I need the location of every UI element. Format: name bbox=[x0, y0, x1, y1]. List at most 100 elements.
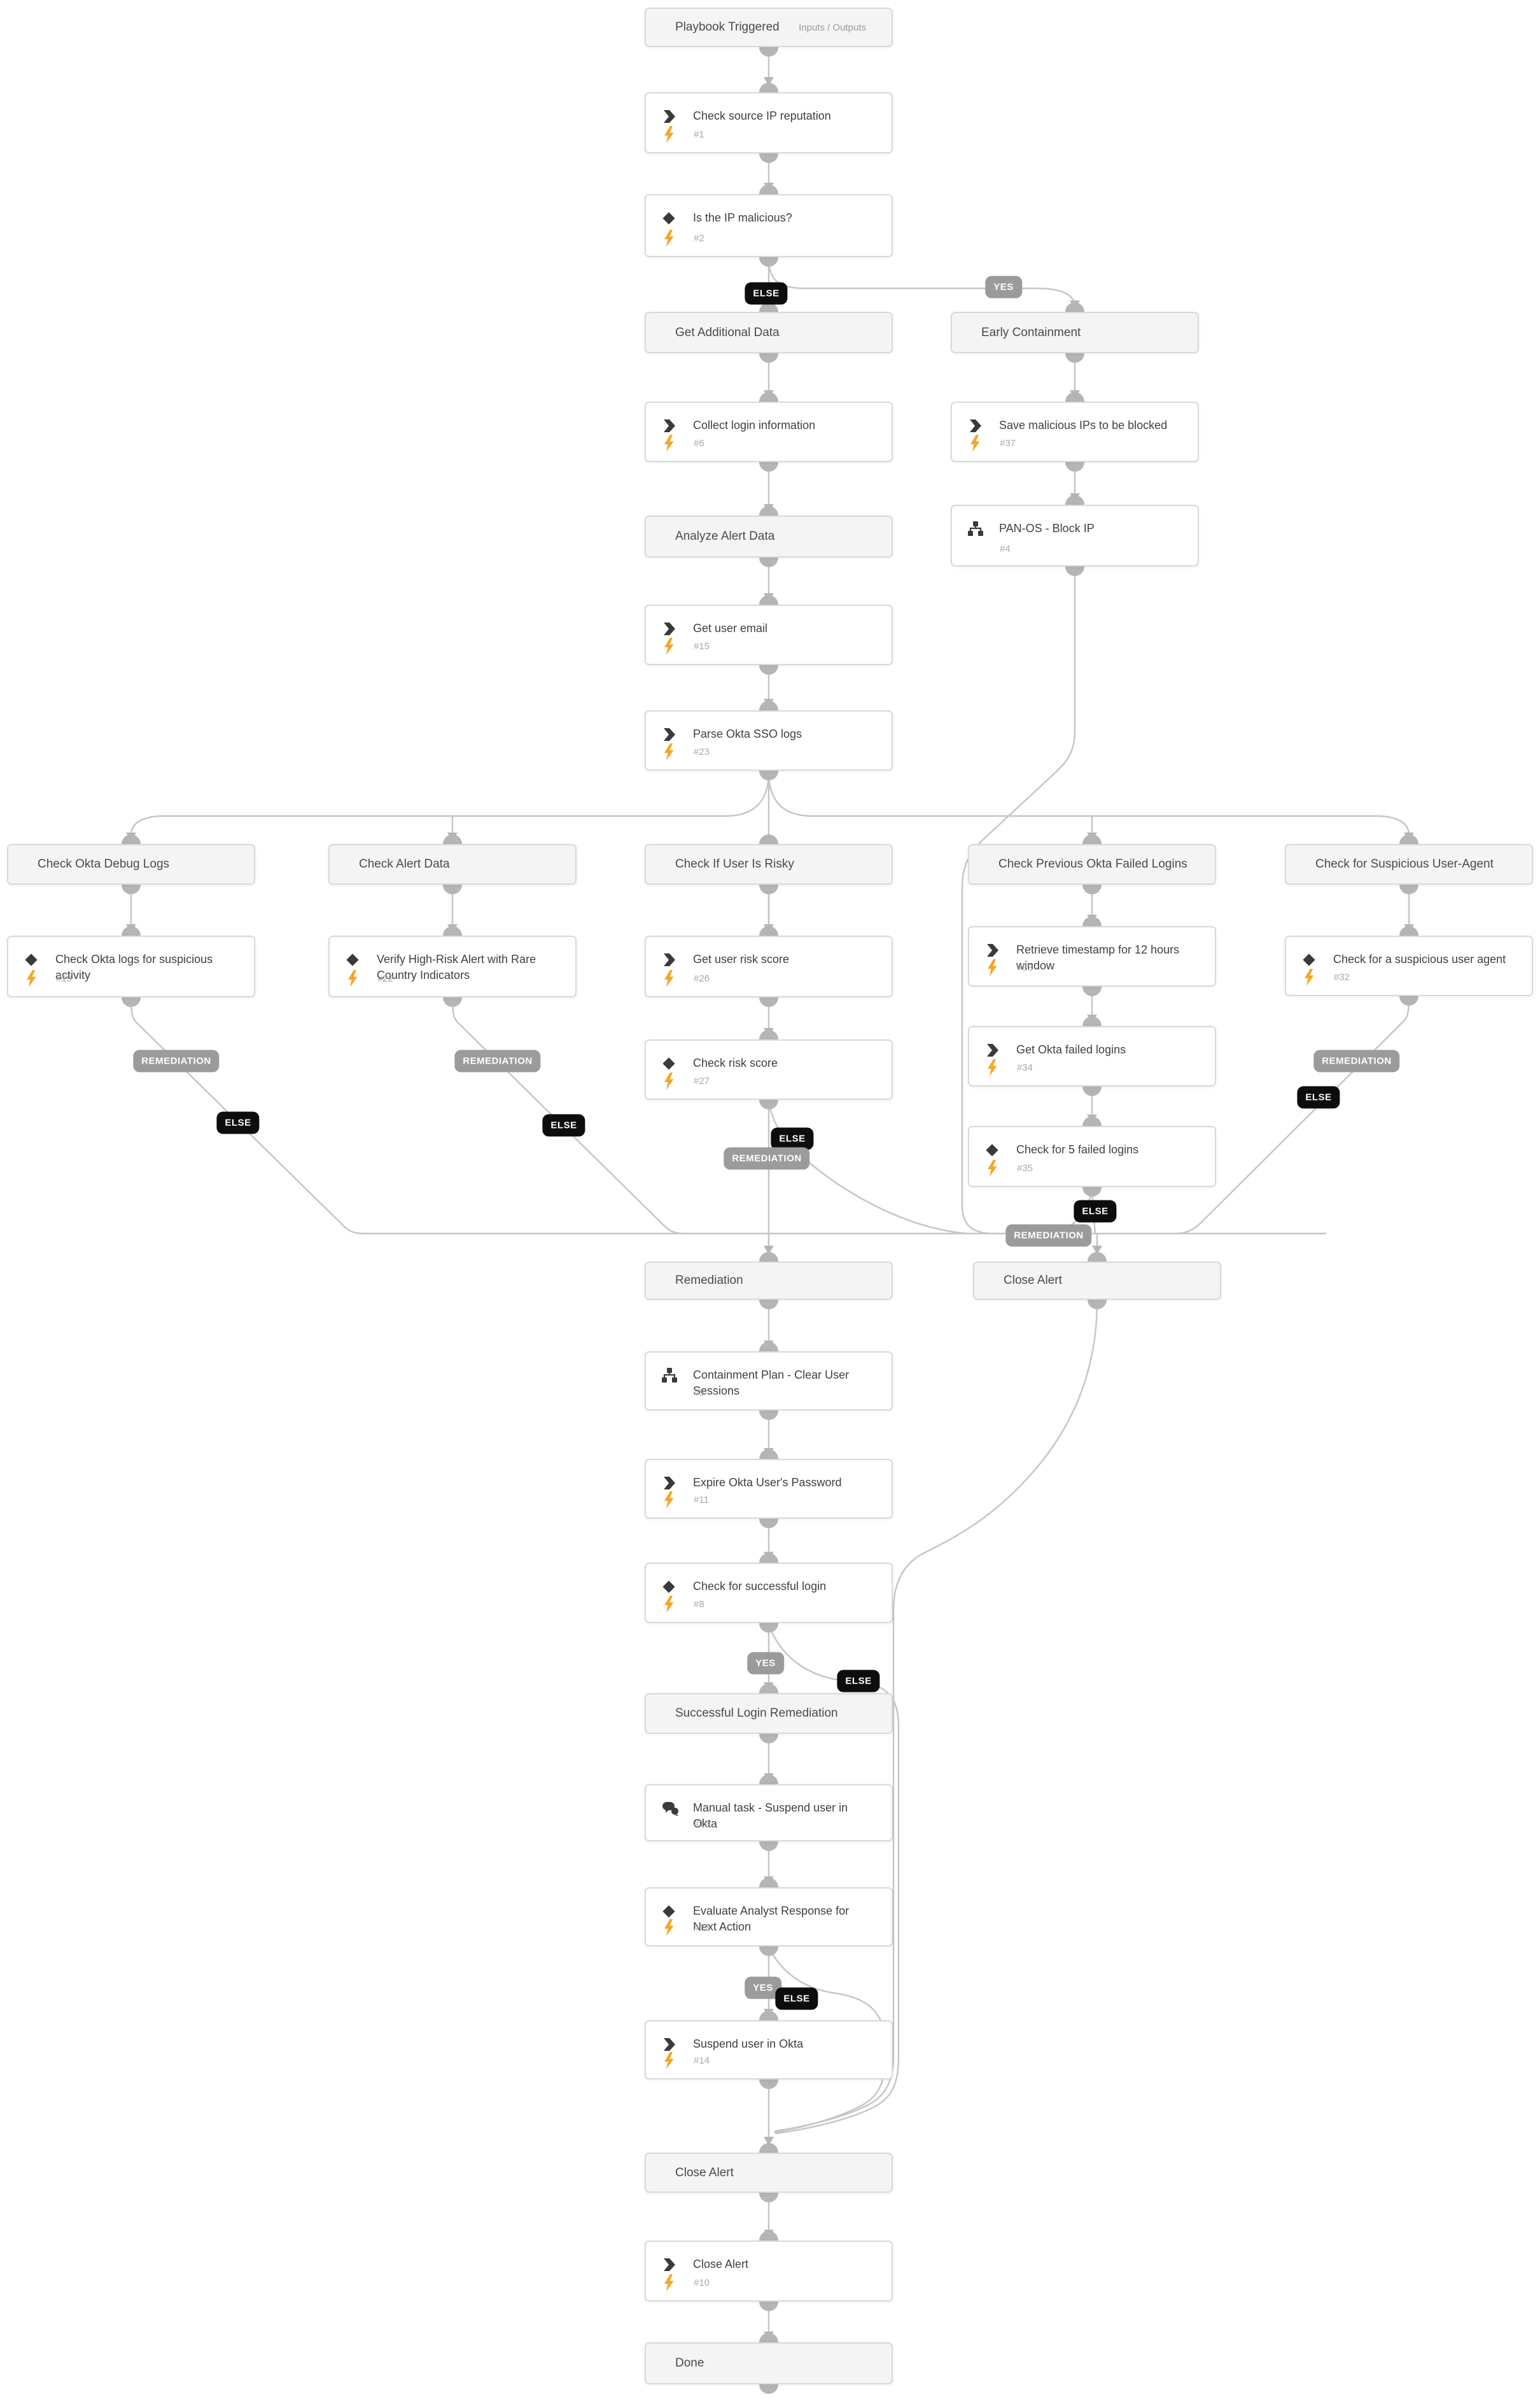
node-task-parse-okta-sso-logs[interactable]: Parse Okta SSO logs #23 bbox=[645, 710, 893, 771]
task-number: #12 bbox=[694, 1819, 710, 1829]
bolt-icon bbox=[663, 126, 675, 143]
node-section-check-okta-debug-logs[interactable]: Check Okta Debug Logs bbox=[7, 844, 255, 885]
connector-line bbox=[961, 568, 1082, 1235]
inputs-outputs-link[interactable]: Inputs / Outputs bbox=[799, 22, 866, 33]
node-condition-check-for-5-failed-logins[interactable]: Check for 5 failed logins#35 bbox=[968, 1126, 1216, 1187]
node-section-check-alert-data[interactable]: Check Alert Data bbox=[328, 844, 577, 885]
condition-diamond-icon bbox=[661, 1904, 678, 1920]
automation-chevron-icon bbox=[661, 418, 678, 435]
node-condition-is-the-ip-malicious[interactable]: Is the IP malicious?#2 bbox=[645, 194, 893, 257]
node-section-successful-login-remediation[interactable]: Successful Login Remediation bbox=[645, 1693, 893, 1734]
task-number: #22 bbox=[377, 973, 394, 984]
task-number: #11 bbox=[694, 1495, 709, 1505]
connector-line bbox=[767, 771, 1414, 842]
node-task-close-alert[interactable]: Close Alert #10 bbox=[645, 2241, 893, 2302]
condition-diamond-icon bbox=[24, 952, 40, 969]
condition-diamond-icon bbox=[345, 952, 361, 969]
node-playbook-containment-plan-clear-user-sessions[interactable]: Containment Plan - Clear User Sessions#5 bbox=[645, 1351, 893, 1411]
task-title: Expire Okta User's Password bbox=[693, 1476, 842, 1489]
branch-label-remediation: REMEDIATION bbox=[724, 1147, 810, 1170]
section-title: Playbook Triggered bbox=[675, 20, 780, 34]
branch-label-else: ELSE bbox=[542, 1114, 585, 1137]
node-task-expire-okta-user-s-password[interactable]: Expire Okta User's Password #11 bbox=[645, 1459, 893, 1519]
bolt-icon bbox=[986, 959, 998, 976]
task-number: #19 bbox=[56, 973, 73, 984]
node-section-check-if-user-is-risky[interactable]: Check If User Is Risky bbox=[645, 844, 893, 885]
task-number: #1 bbox=[694, 129, 704, 140]
automation-chevron-icon bbox=[661, 2037, 678, 2053]
automation-chevron-icon bbox=[967, 418, 984, 435]
task-number: #10 bbox=[694, 2277, 710, 2288]
condition-diamond-icon bbox=[661, 1579, 678, 1596]
node-condition-check-risk-score[interactable]: Check risk score#27 bbox=[645, 1039, 893, 1100]
node-condition-check-for-a-suspicious-user-agent[interactable]: Check for a suspicious user agent #32 bbox=[1285, 936, 1533, 996]
connector-line bbox=[767, 1100, 968, 1235]
node-task-save-malicious-ips-to-be-blocked[interactable]: Save malicious IPs to be blocked #37 bbox=[951, 402, 1199, 462]
node-section-check-for-suspicious-user-agent[interactable]: Check for Suspicious User-Agent bbox=[1285, 844, 1533, 885]
branch-label-else: ELSE bbox=[1074, 1200, 1117, 1223]
task-title: Retrieve timestamp for 12 hours window bbox=[1016, 943, 1180, 972]
bolt-icon bbox=[663, 1596, 675, 1613]
subplaybook-icon bbox=[661, 1368, 678, 1384]
section-title: Close Alert bbox=[1004, 1274, 1062, 1287]
node-section-close-alert[interactable]: Close Alert bbox=[645, 2153, 893, 2193]
task-number: #35 bbox=[1017, 1163, 1033, 1174]
section-title: Successful Login Remediation bbox=[675, 1706, 838, 1720]
connector-line bbox=[767, 258, 1080, 310]
node-task-get-user-risk-score[interactable]: Get user risk score#26 bbox=[645, 936, 893, 997]
task-title: Get user risk score bbox=[693, 953, 790, 966]
node-section-done[interactable]: Done bbox=[645, 2342, 893, 2384]
automation-chevron-icon bbox=[661, 727, 678, 743]
task-number: #15 bbox=[694, 641, 710, 652]
node-condition-check-for-successful-login[interactable]: Check for successful login#8 bbox=[645, 1563, 893, 1623]
node-manual-manual-task-suspend-user-in-okta[interactable]: Manual task - Suspend user in Okta#12 bbox=[645, 1784, 893, 1841]
task-title: Save malicious IPs to be blocked bbox=[999, 419, 1168, 432]
section-title: Get Additional Data bbox=[675, 325, 780, 339]
branch-label-else: ELSE bbox=[771, 1127, 814, 1150]
task-number: #32 bbox=[1334, 972, 1350, 983]
node-condition-evaluate-analyst-response-for-next-action[interactable]: Evaluate Analyst Response for Next Actio… bbox=[645, 1887, 893, 1946]
task-title: Close Alert bbox=[693, 2258, 749, 2270]
node-condition-check-okta-logs-for-suspicious-activity[interactable]: Check Okta logs for suspicious activity#… bbox=[7, 936, 255, 997]
automation-chevron-icon bbox=[984, 1043, 1001, 1059]
node-condition-verify-high-risk-alert-with-rare-country-indicators[interactable]: Verify High-Risk Alert with Rare Country… bbox=[328, 936, 577, 997]
node-task-suspend-user-in-okta[interactable]: Suspend user in Okta#14 bbox=[645, 2020, 893, 2079]
task-number: #5 bbox=[694, 1388, 704, 1398]
automation-chevron-icon bbox=[661, 621, 678, 638]
section-title: Analyze Alert Data bbox=[675, 530, 775, 543]
section-title: Done bbox=[675, 2356, 704, 2370]
node-task-collect-login-information[interactable]: Collect login information#6 bbox=[645, 402, 893, 462]
node-playbook-pan-os-block-ip[interactable]: PAN-OS - Block IP#4 bbox=[951, 505, 1199, 566]
task-title: Parse Okta SSO logs bbox=[693, 728, 802, 740]
node-section-remediation[interactable]: Remediation bbox=[645, 1262, 893, 1300]
task-number: #6 bbox=[694, 438, 704, 449]
node-task-check-source-ip-reputation[interactable]: Check source IP reputation#1 bbox=[645, 92, 893, 153]
bolt-icon bbox=[663, 1919, 675, 1936]
task-title: Check for a suspicious user agent bbox=[1333, 953, 1506, 966]
node-section-early-containment[interactable]: Early Containment bbox=[951, 312, 1199, 353]
bolt-icon bbox=[663, 638, 675, 655]
node-task-retrieve-timestamp-for-12-hours-window[interactable]: Retrieve timestamp for 12 hours window#3… bbox=[968, 926, 1216, 987]
section-title: Check for Suspicious User-Agent bbox=[1315, 857, 1494, 871]
task-number: #8 bbox=[694, 1599, 704, 1610]
node-trigger-playbook-triggered[interactable]: Playbook Triggered Inputs / Outputs bbox=[645, 8, 893, 47]
section-title: Check Alert Data bbox=[359, 857, 450, 871]
node-task-get-user-email[interactable]: Get user email#15 bbox=[645, 605, 893, 665]
task-number: #13 bbox=[694, 1922, 710, 1933]
branch-label-else: ELSE bbox=[1297, 1086, 1340, 1109]
task-number: #37 bbox=[1000, 438, 1016, 449]
bolt-icon bbox=[663, 1073, 675, 1090]
node-task-get-okta-failed-logins[interactable]: Get Okta failed logins#34 bbox=[968, 1026, 1216, 1087]
bolt-icon bbox=[663, 230, 675, 247]
branch-label-yes: YES bbox=[745, 1976, 781, 1999]
node-section-check-previous-okta-failed-logins[interactable]: Check Previous Okta Failed Logins bbox=[968, 844, 1216, 885]
node-section-analyze-alert-data[interactable]: Analyze Alert Data bbox=[645, 516, 893, 558]
node-section-get-additional-data[interactable]: Get Additional Data bbox=[645, 312, 893, 353]
task-number: #23 bbox=[694, 747, 710, 757]
branch-label-yes: YES bbox=[985, 276, 1022, 299]
task-title: Suspend user in Okta bbox=[693, 2037, 804, 2050]
node-section-close-alert[interactable]: Close Alert bbox=[973, 1262, 1221, 1300]
automation-chevron-icon bbox=[661, 2257, 678, 2274]
task-number: #33 bbox=[1017, 962, 1033, 973]
